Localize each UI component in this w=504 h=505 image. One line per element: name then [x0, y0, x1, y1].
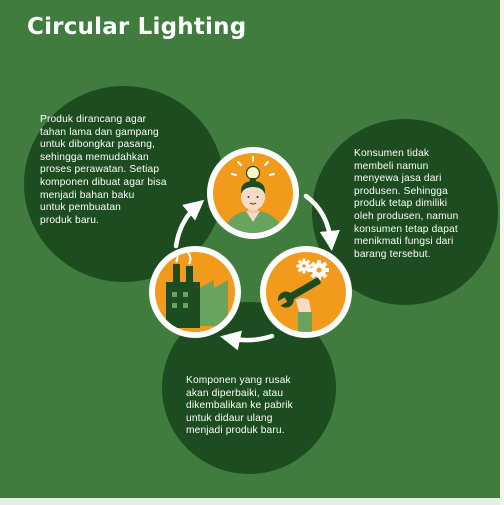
- repair-tools-icon: [260, 246, 352, 338]
- text-repair: Komponen yang rusak akan diperbaiki, ata…: [186, 375, 293, 438]
- text-line: konsumen tetap dapat: [354, 223, 458, 235]
- text-line: menikmati fungsi dari: [354, 236, 454, 248]
- text-consumer: Konsumen tidak membeli namun menyewa jas…: [354, 148, 458, 261]
- text-line: produsen. Sehingga: [354, 185, 448, 197]
- text-line: proses perawatan. Setiap: [40, 164, 160, 176]
- text-line: Konsumen tidak: [354, 148, 430, 159]
- text-line: produk baru.: [40, 214, 100, 226]
- consumer-idea-icon: [207, 147, 299, 239]
- bottom-border: [0, 498, 504, 505]
- page-title: Circular Lighting: [27, 14, 247, 40]
- text-line: menjadi produk baru.: [186, 425, 285, 437]
- arrow-right-to-bottom: [220, 330, 275, 351]
- text-line: oleh produsen, namun: [354, 210, 459, 222]
- text-line: Produk dirancang agar: [40, 114, 147, 125]
- factory-icon: [149, 246, 241, 338]
- arrow-left-to-top: [173, 199, 205, 249]
- text-line: sehingga memudahkan: [40, 151, 149, 163]
- text-line: untuk dibongkar pasang,: [40, 139, 156, 151]
- text-line: barang tersebut.: [354, 248, 431, 260]
- right-border: [500, 0, 504, 505]
- text-line: untuk didaur ulang: [186, 412, 273, 424]
- text-line: untuk pembuatan: [40, 202, 121, 214]
- text-line: produk tetap dimiliki: [354, 198, 448, 210]
- text-line: dikembalikan ke pabrik: [186, 400, 293, 412]
- text-line: tahan lama dan gampang: [40, 126, 159, 138]
- text-design: Produk dirancang agar tahan lama dan gam…: [40, 114, 167, 227]
- text-line: komponen dibuat agar bisa: [40, 176, 167, 188]
- text-line: menyewa jasa dari: [354, 173, 442, 185]
- arrow-top-to-right: [303, 193, 340, 252]
- text-line: membeli namun: [354, 160, 429, 172]
- text-line: Komponen yang rusak: [186, 375, 291, 386]
- text-line: menjadi bahan baku: [40, 189, 135, 201]
- text-line: akan diperbaiki, atau: [186, 387, 284, 399]
